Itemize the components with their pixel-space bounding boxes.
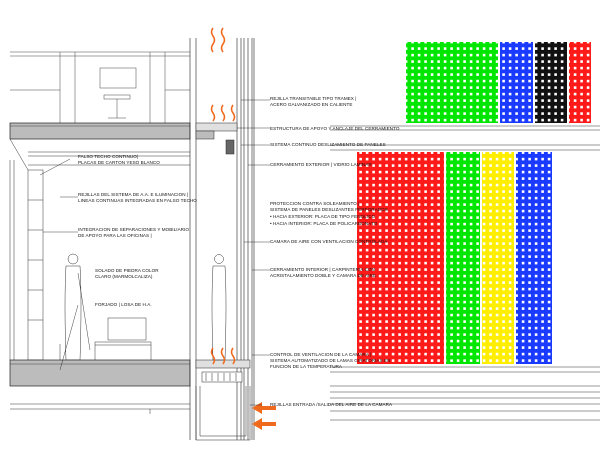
person-silhouette-icon: [64, 253, 82, 361]
office-shelving: [9, 160, 44, 361]
panel-elevation-lower: [357, 152, 552, 364]
label-rejillas-sistema: REJILLAS DEL SISTEMA DE A.A. E ILUMINACI…: [78, 192, 197, 203]
grating-upper: [195, 122, 238, 155]
upper-floor-room: [10, 51, 190, 124]
label-cerramiento-exterior: CERRAMIENTO EXTERIOR | VIDRIO LAMINAR: [270, 162, 372, 167]
lower-slab: [9, 359, 191, 387]
false-ceiling: [9, 138, 190, 171]
person-silhouette-icon: [211, 254, 227, 361]
grating-lower: [195, 359, 251, 441]
panel-elevation-upper: [406, 42, 591, 123]
label-estructura: ESTRUCTURA DE APOYO Y ANCLAJE DEL CERRAM…: [270, 126, 400, 131]
leader-lines: [39, 99, 270, 406]
label-rejilla: REJILLA TRANSITABLE TIPO TRAMEX |ACERO G…: [270, 96, 357, 107]
label-sistema-continuo: SISTEMA CONTINUO DESLIZAMIENTO DE PANELE…: [270, 142, 386, 147]
office-desk: [59, 317, 152, 360]
heat-wave-icon: [210, 27, 236, 365]
label-control-ventilacion: CONTROL DE VENTILACION DE LA CAMARA |SIS…: [270, 352, 391, 369]
labels: REJILLA TRANSITABLE TIPO TRAMEX |ACERO G…: [78, 96, 400, 407]
label-falso-techo: FALSO TECHO CONTINUO|PLACAS DE CARTON YE…: [78, 154, 160, 165]
lower-floor-lines: [10, 403, 190, 414]
label-rejillas-entrada: REJILLAS ENTRADA /SALIDA DEL AIRE DE LA …: [270, 402, 393, 407]
upper-slab: [9, 122, 191, 140]
double-skin-facade: [189, 38, 255, 440]
label-integracion: INTEGRACION DE SEPARACIONES Y MOBILIARIO…: [78, 227, 189, 238]
label-proteccion: PROTECCION CONTRA SOLEAMIENTO |SISTEMA D…: [270, 201, 388, 226]
label-camara-aire: CAMARA DE AIRE CON VENTILACION CONTROLAD…: [270, 239, 388, 244]
label-forjado: FORJADO | LOSA DE H.A.: [95, 302, 152, 307]
elevation-floor-lines: [330, 125, 600, 421]
